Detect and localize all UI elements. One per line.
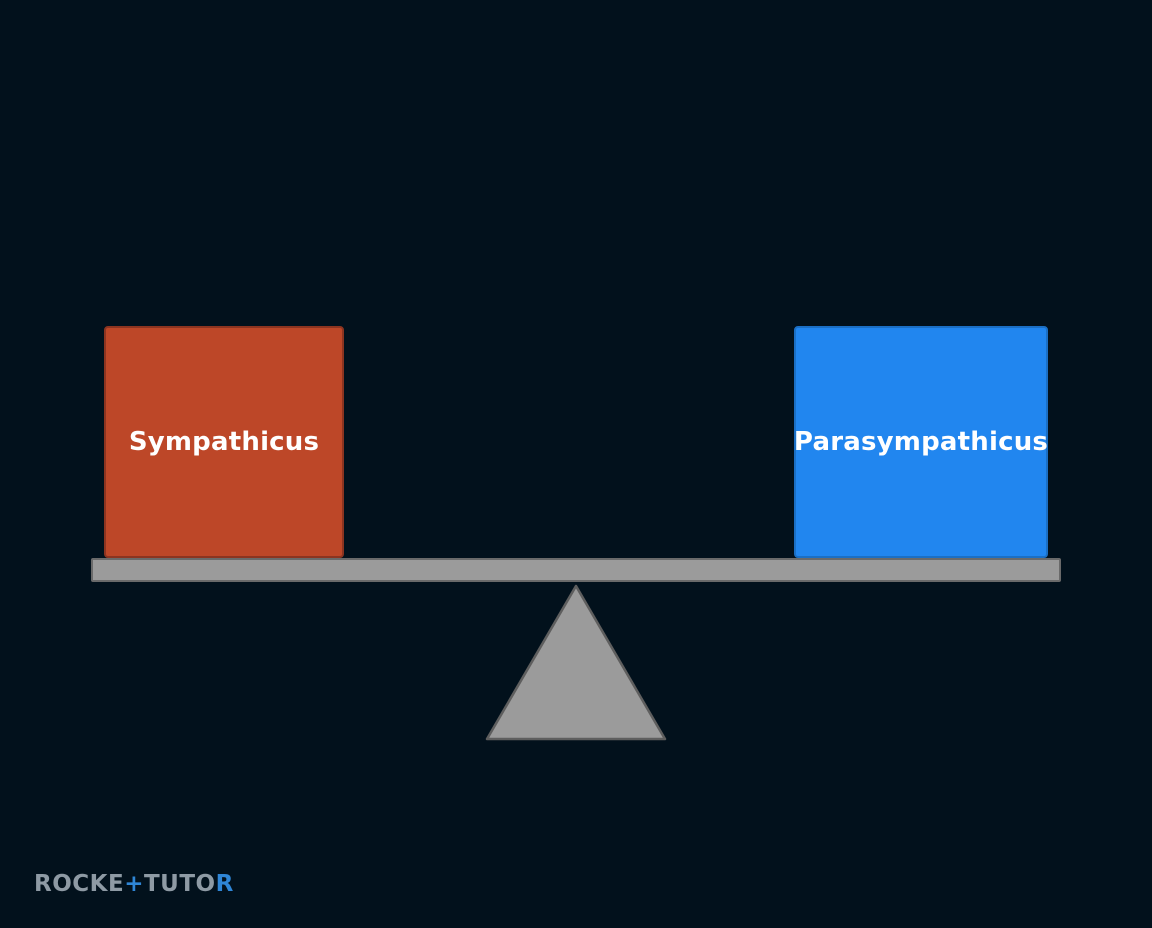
logo-text-middle: TUTO — [143, 871, 216, 897]
parasympathicus-block: Parasympathicus — [794, 326, 1048, 558]
sympathicus-block: Sympathicus — [104, 326, 344, 558]
logo-text-end: R — [215, 871, 234, 897]
sympathicus-label: Sympathicus — [128, 427, 320, 457]
logo-plus-icon: + — [124, 871, 144, 897]
fulcrum-triangle — [485, 584, 667, 741]
logo-text-start: ROCKE — [34, 871, 125, 897]
seesaw-beam — [91, 558, 1061, 582]
parasympathicus-label: Parasympathicus — [793, 427, 1049, 457]
